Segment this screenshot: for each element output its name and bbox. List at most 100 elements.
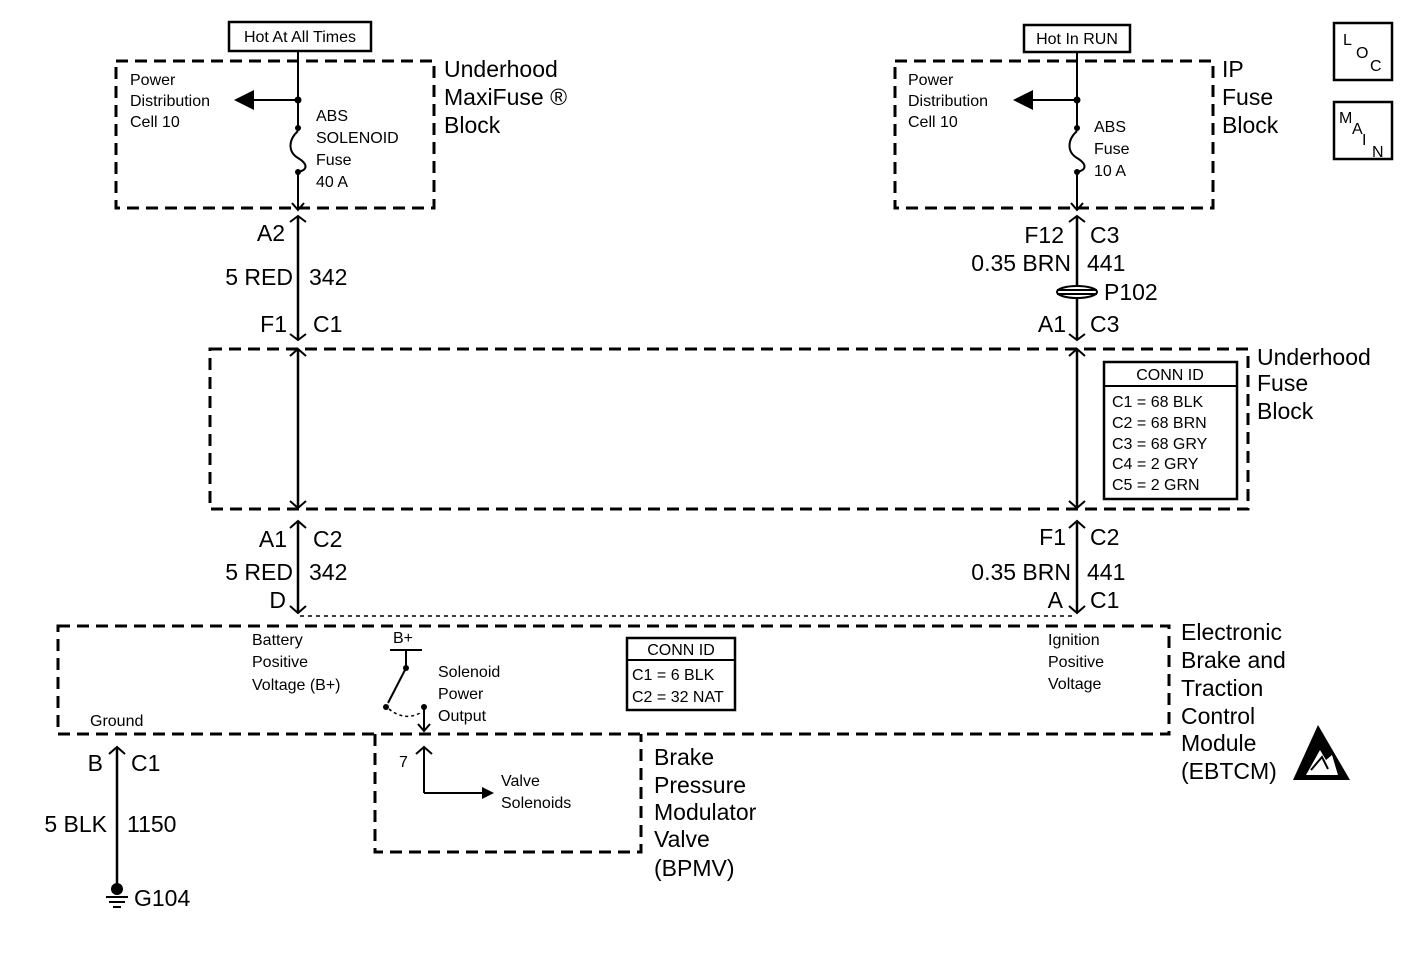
abs-fuse-icon (1013, 52, 1086, 212)
ignition-label-1: Ignition (1048, 632, 1100, 649)
valve-label-2: Solenoids (501, 795, 571, 812)
ebtcm-conn-id-1: C1 = 6 BLK (632, 667, 715, 684)
battery-label-3: Voltage (B+) (252, 677, 341, 694)
ip-title-3: Block (1222, 112, 1279, 138)
ip-power-dist-1: Power (908, 72, 954, 89)
hot-in-run-label: Hot In RUN (1022, 23, 1132, 54)
maxifuse-title-3: Block (444, 112, 501, 138)
underhood-conn-id-3: C3 = 68 GRY (1112, 436, 1208, 453)
splice-label: P102 (1104, 279, 1158, 305)
right-bottom-circuit: 441 (1087, 559, 1125, 585)
ebtcm-module: Electronic Brake and Traction Control Mo… (56, 615, 1286, 784)
solenoid-switch-icon (383, 649, 431, 733)
ground-wire-1150 (108, 745, 126, 895)
right-top-color: 0.35 BRN (971, 250, 1071, 276)
esd-warning-icon (1293, 725, 1350, 780)
ignition-label-3: Voltage (1048, 676, 1101, 693)
bpmv-pin: 7 (399, 754, 408, 771)
ip-power-dist-2: Distribution (908, 93, 988, 110)
ip-fuse-1: ABS (1094, 119, 1126, 136)
ip-fuse-block: IP Fuse Block Power Distribution Cell 10… (893, 56, 1279, 210)
ebtcm-conn-id-table: CONN ID C1 = 6 BLK C2 = 32 NAT (625, 636, 737, 712)
loc-letter-o: O (1356, 45, 1368, 62)
maxifuse-fuse-3: Fuse (316, 152, 352, 169)
ip-fuse-2: Fuse (1094, 141, 1130, 158)
loc-button[interactable]: L O C (1332, 21, 1394, 82)
underhood-conn-id-5: C5 = 2 GRN (1112, 477, 1200, 494)
ebtcm-title-3: Traction (1181, 675, 1263, 701)
ip-fuse-3: 10 A (1094, 163, 1126, 180)
ground-pin: B (88, 750, 103, 776)
battery-label-2: Positive (252, 654, 308, 671)
right-wire-441 (1068, 214, 1086, 615)
ground-symbol-icon (106, 896, 128, 908)
maxifuse-power-dist-1: Power (130, 72, 176, 89)
battery-label-1: Battery (252, 632, 303, 649)
left-top-circuit: 342 (309, 264, 347, 290)
b-plus-label: B+ (393, 630, 413, 647)
right-bottom-color: 0.35 BRN (971, 559, 1071, 585)
solenoid-label-1: Solenoid (438, 664, 500, 681)
maxifuse-title-1: Underhood (444, 56, 558, 82)
abs-solenoid-fuse-icon (234, 51, 307, 212)
bpmv-title-2: Pressure (654, 772, 746, 798)
maxifuse-fuse-4: 40 A (316, 174, 348, 191)
maxifuse-fuse-1: ABS (316, 108, 348, 125)
maxifuse-power-dist-2: Distribution (130, 93, 210, 110)
right-ebtcm-pin: A (1048, 587, 1064, 613)
maxifuse-fuse-2: SOLENOID (316, 130, 399, 147)
valve-label-1: Valve (501, 773, 540, 790)
maxifuse-title-2: MaxiFuse ® (444, 84, 567, 110)
underhood-conn-id-title: CONN ID (1136, 367, 1204, 384)
left-mid-conn: C1 (313, 311, 342, 337)
ground-id: G104 (134, 885, 190, 911)
bpmv-title-3: Modulator (654, 799, 757, 825)
underhood-conn-id-1: C1 = 68 BLK (1112, 394, 1204, 411)
loc-letter-l: L (1343, 32, 1352, 49)
underhood-conn-id-4: C4 = 2 GRY (1112, 456, 1199, 473)
right-mid-pin: A1 (1038, 311, 1066, 337)
solenoid-label-3: Output (438, 708, 487, 725)
main-letter-m: M (1339, 110, 1352, 127)
bpmv-title-5: (BPMV) (654, 855, 735, 881)
ebtcm-title-6: (EBTCM) (1181, 758, 1277, 784)
underhood-conn-id-2: C2 = 68 BRN (1112, 415, 1207, 432)
left-bottom-circuit: 342 (309, 559, 347, 585)
ignition-label-2: Positive (1048, 654, 1104, 671)
left-bottom-conn: C2 (313, 526, 342, 552)
underhood-conn-id-table: CONN ID C1 = 68 BLK C2 = 68 BRN C3 = 68 … (1102, 360, 1239, 501)
main-letter-n: N (1372, 144, 1384, 161)
splice-p102-icon (1056, 285, 1098, 299)
ebtcm-title-1: Electronic (1181, 619, 1282, 645)
ebtcm-conn-id-2: C2 = 32 NAT (632, 689, 724, 706)
bpmv-module: Brake Pressure Modulator Valve (BPMV) 7 … (373, 734, 757, 881)
right-mid-conn: C3 (1090, 311, 1119, 337)
hot-at-all-times-text: Hot At All Times (244, 29, 356, 46)
ip-title-1: IP (1222, 56, 1244, 82)
hot-at-all-times-label: Hot At All Times (227, 20, 373, 53)
left-bottom-pin: A1 (259, 526, 287, 552)
ip-power-dist-3: Cell 10 (908, 114, 958, 131)
ground-conn: C1 (131, 750, 160, 776)
underhood-fuse-block: Underhood Fuse Block (208, 344, 1371, 511)
left-top-color: 5 RED (225, 264, 293, 290)
hot-in-run-text: Hot In RUN (1036, 31, 1118, 48)
right-bottom-conn: C2 (1090, 524, 1119, 550)
underhood-title-2: Fuse (1257, 370, 1308, 396)
right-top-pin: F12 (1024, 222, 1064, 248)
right-top-circuit: 441 (1087, 250, 1125, 276)
left-top-pin: A2 (257, 220, 285, 246)
ebtcm-conn-id-title: CONN ID (647, 642, 715, 659)
left-bottom-color: 5 RED (225, 559, 293, 585)
underhood-title-1: Underhood (1257, 344, 1371, 370)
main-button[interactable]: M A I N (1332, 100, 1394, 161)
loc-letter-c: C (1370, 58, 1382, 75)
main-letter-a: A (1352, 121, 1363, 138)
underhood-title-3: Block (1257, 398, 1314, 424)
ebtcm-title-2: Brake and (1181, 647, 1286, 673)
ebtcm-title-4: Control (1181, 703, 1255, 729)
maxifuse-power-dist-3: Cell 10 (130, 114, 180, 131)
solenoid-label-2: Power (438, 686, 484, 703)
ground-color: 5 BLK (44, 811, 107, 837)
